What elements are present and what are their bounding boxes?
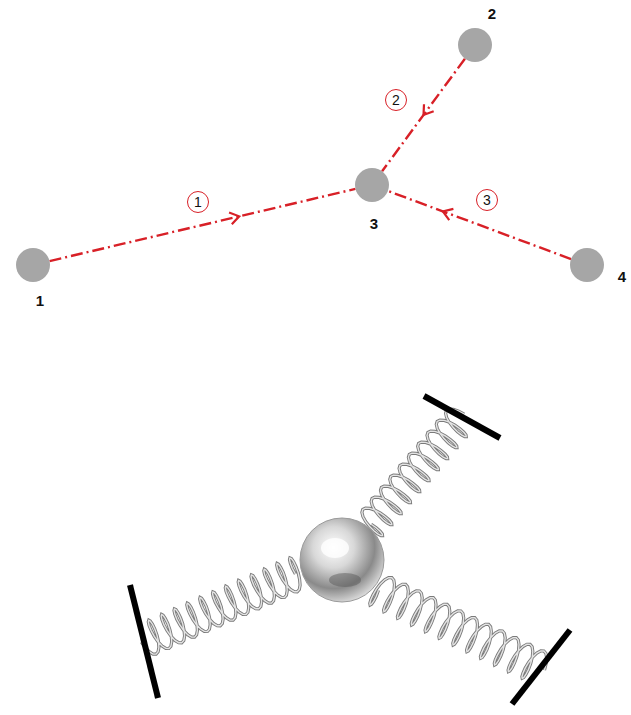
node-circle xyxy=(16,248,50,282)
spring-coil xyxy=(141,558,300,654)
spring-coil-shine xyxy=(362,409,466,535)
node-circle xyxy=(355,168,389,202)
arrowhead xyxy=(229,213,239,225)
node-fill xyxy=(458,28,492,62)
spring-coil-shine xyxy=(370,578,547,679)
node-fill xyxy=(355,168,389,202)
steel-ball xyxy=(300,518,384,602)
dash-dot-line xyxy=(382,59,465,172)
node-circle xyxy=(458,28,492,62)
node-circle xyxy=(570,248,604,282)
callout-number: 3 xyxy=(476,189,498,211)
ball-reflection xyxy=(329,573,361,587)
member-connector xyxy=(50,189,356,261)
left-wall xyxy=(130,585,158,698)
spring-coil xyxy=(370,578,547,679)
right-wall xyxy=(512,630,570,704)
node-number: 1 xyxy=(36,293,44,308)
ball-highlight xyxy=(321,538,349,558)
arrowhead xyxy=(443,209,454,220)
node-number: 4 xyxy=(618,269,626,284)
joint-node: 4 xyxy=(570,248,604,282)
spring-coil xyxy=(362,409,466,535)
node-number: 3 xyxy=(370,216,378,231)
node-fill xyxy=(16,248,50,282)
top-wall xyxy=(424,396,500,438)
node-fill xyxy=(570,248,604,282)
joint-node: 2 xyxy=(458,28,492,62)
dash-dot-line xyxy=(50,189,356,261)
joint-node: 3 xyxy=(355,168,389,202)
node-number: 2 xyxy=(488,6,496,21)
callout-number: 1 xyxy=(187,191,209,213)
member-connector xyxy=(382,59,465,172)
callout-number: 2 xyxy=(385,89,407,111)
joint-node: 1 xyxy=(16,248,50,282)
spring-coil-shine xyxy=(141,558,300,654)
arrowhead xyxy=(424,104,434,115)
spring-coils xyxy=(141,409,546,678)
